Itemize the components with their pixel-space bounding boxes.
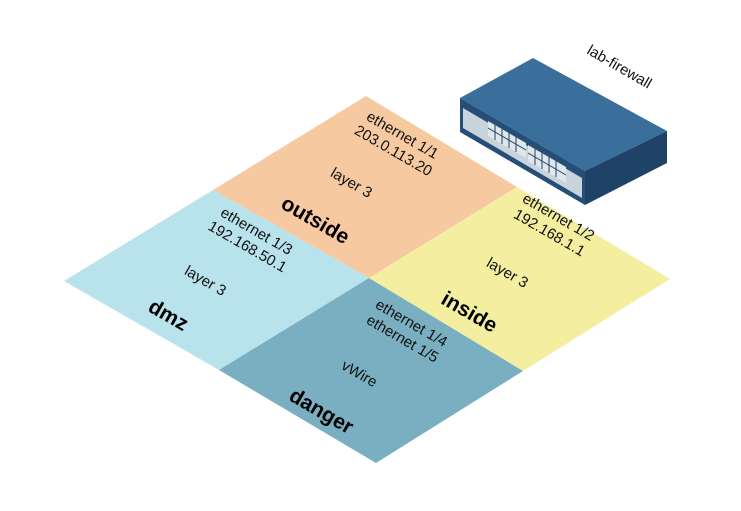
port-grid bbox=[487, 125, 567, 177]
zone-tile-dmz bbox=[64, 190, 369, 370]
firewall-device-icon bbox=[460, 58, 667, 205]
zone-tile-inside bbox=[369, 187, 670, 371]
zone-tile-danger bbox=[219, 278, 523, 463]
zone-tile-outside bbox=[213, 96, 517, 278]
firewall-side bbox=[585, 131, 667, 205]
firewall-top bbox=[460, 58, 667, 171]
device-name-label: lab-firewall bbox=[584, 42, 655, 93]
